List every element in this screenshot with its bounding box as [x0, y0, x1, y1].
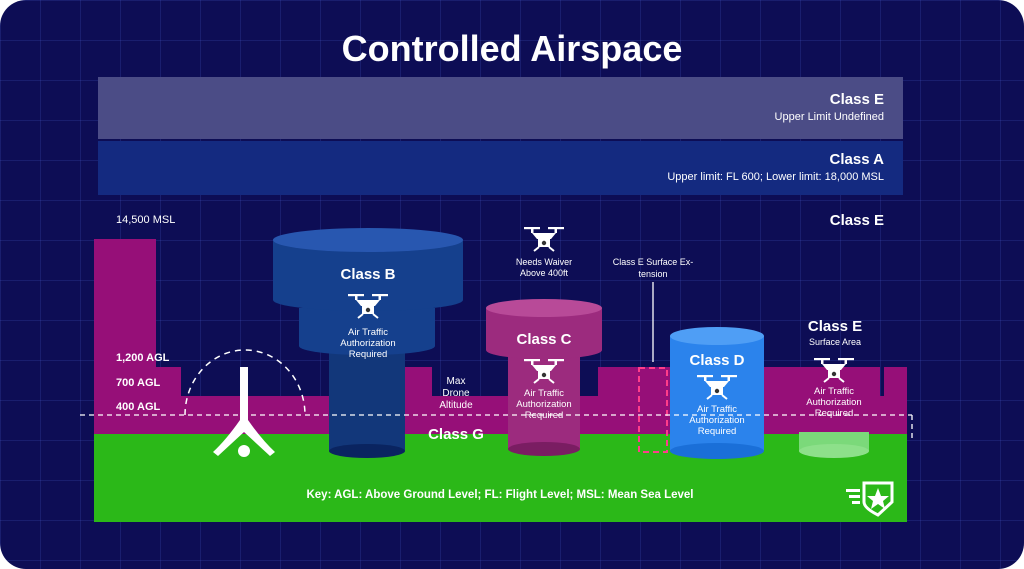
agl-1200-label: 1,200 AGL — [116, 352, 170, 364]
class-e-surface-note: Air Traffic Authorization Required — [806, 386, 862, 419]
max-drone-altitude-label: Max Drone Altitude — [439, 376, 473, 411]
class-b-note: Air Traffic Authorization Required — [340, 327, 396, 360]
class-e-surface-title: Class E — [807, 318, 863, 335]
waiver-drone-icon — [523, 226, 565, 252]
waiver-label: Needs Waiver Above 400ft — [515, 257, 573, 278]
agl-700-label: 700 AGL — [116, 377, 161, 389]
altitude-14500-label: 14,500 MSL — [116, 214, 176, 226]
class-e-mid-title: Class E — [829, 212, 884, 229]
class-b-airspace — [273, 228, 463, 458]
class-e-upper-title: Class E — [829, 91, 884, 108]
class-e-upper-band — [98, 77, 903, 139]
class-e-surface-area — [799, 432, 869, 458]
class-a-subtitle: Upper limit: FL 600; Lower limit: 18,000… — [667, 171, 884, 183]
class-d-airspace — [670, 327, 764, 459]
class-e-extension-label: Class E Surface Ex- tension — [612, 257, 694, 279]
class-b-title: Class B — [340, 266, 396, 283]
class-a-title: Class A — [829, 151, 884, 168]
class-e-surface-extension — [638, 367, 668, 453]
ground-class-g — [94, 434, 907, 522]
page-title: Controlled Airspace — [341, 28, 683, 69]
class-a-band — [98, 141, 903, 195]
class-d-note: Air Traffic Authorization Required — [689, 404, 745, 437]
class-e-upper-subtitle: Upper Limit Undefined — [774, 111, 884, 123]
agl-400-label: 400 AGL — [116, 401, 161, 413]
shield-star-icon — [846, 481, 894, 517]
class-e-surface-subtitle: Surface Area — [808, 337, 862, 347]
key-legend: Key: AGL: Above Ground Level; FL: Flight… — [306, 489, 694, 501]
class-g-label: Class G — [428, 426, 484, 443]
class-c-airspace — [486, 299, 602, 456]
airport-arc — [184, 349, 306, 416]
airport-tower-icon — [213, 367, 275, 457]
class-c-note: Air Traffic Authorization Required — [516, 388, 572, 421]
class-c-title: Class C — [516, 331, 572, 348]
class-d-title: Class D — [689, 352, 745, 369]
